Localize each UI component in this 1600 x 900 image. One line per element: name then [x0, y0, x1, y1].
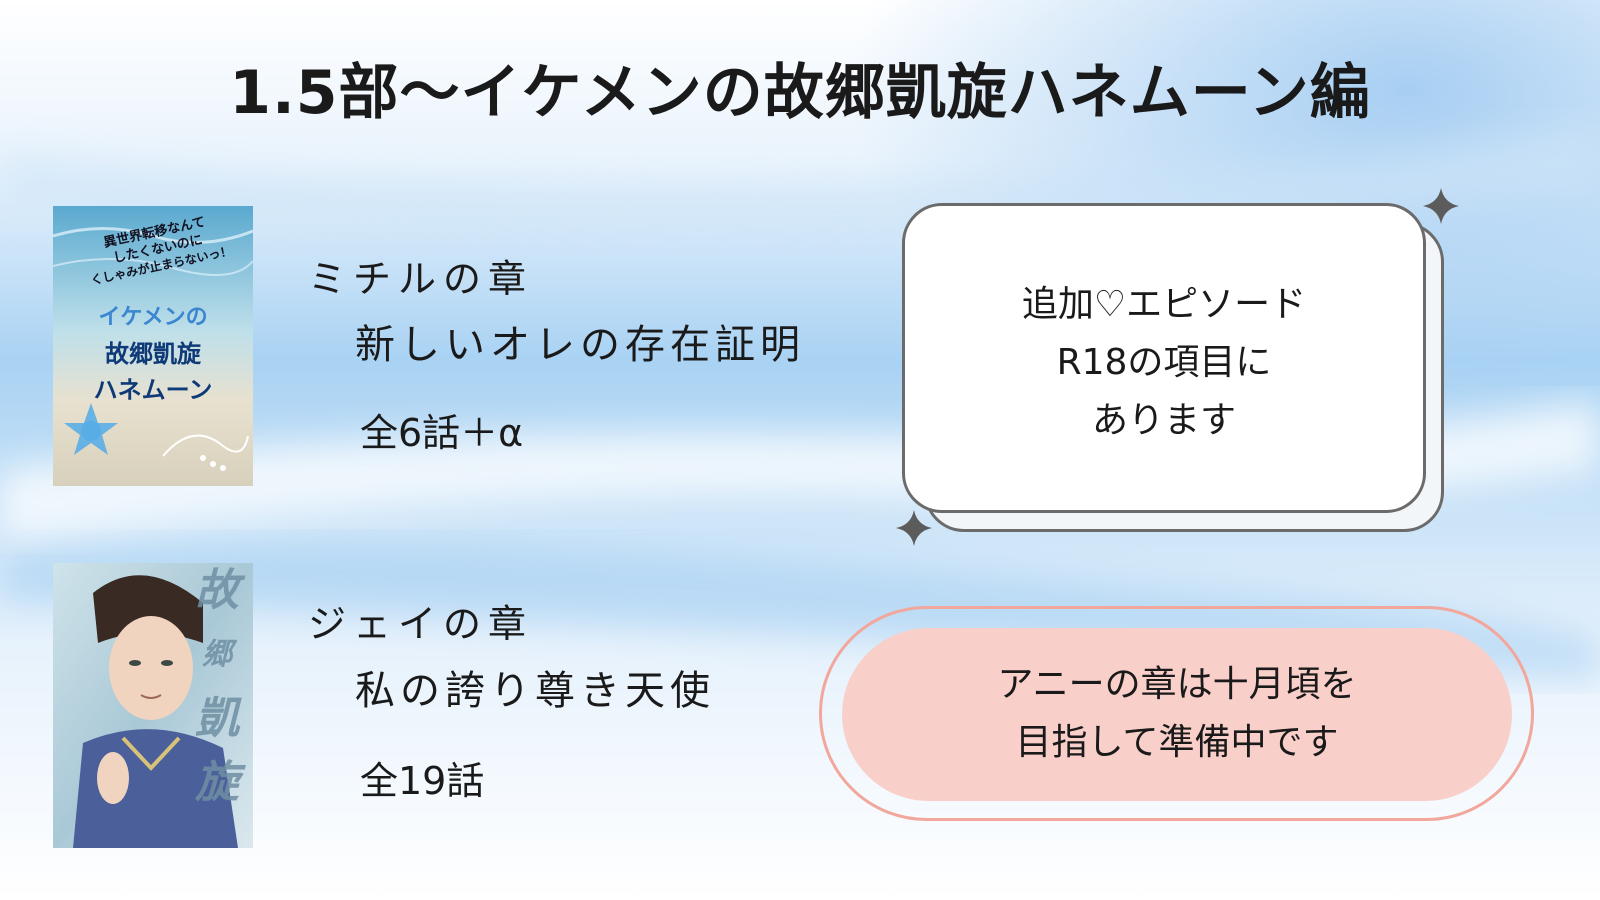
page-title: 1.5部〜イケメンの故郷凱旋ハネムーン編 — [229, 58, 1371, 128]
cover-art-sea — [53, 206, 253, 486]
extra-episode-card: 追加♡エピソード R18の項目に あります — [902, 203, 1426, 513]
extra-notice-line-2: R18の項目に — [1056, 342, 1272, 383]
sparkle-icon — [1423, 188, 1459, 224]
cover-char-3: 凱 — [195, 693, 239, 744]
upcoming-notice-line-1: アニーの章は十月頃を — [997, 664, 1357, 705]
cover-title-3: ハネムーン — [93, 376, 213, 404]
upcoming-notice-outline — [819, 606, 1534, 821]
cover-art-portrait — [53, 563, 253, 848]
cover-char-4: 旋 — [195, 757, 239, 808]
chapter-subtitle-jay: 私の誇り尊き天使 — [355, 668, 715, 714]
cover-char-2: 郷 — [202, 637, 232, 672]
extra-notice-line-1: 追加♡エピソード — [1021, 284, 1307, 325]
cover-char-1: 故 — [195, 565, 239, 616]
upcoming-notice-line-2: 目指して準備中です — [1015, 722, 1339, 763]
upcoming-notice: アニーの章は十月頃を 目指して準備中です — [842, 628, 1512, 801]
episode-count-jay: 全19話 — [360, 759, 485, 803]
cover-title-2: 故郷凱旋 — [105, 340, 201, 368]
chapter-subtitle-michiru: 新しいオレの存在証明 — [355, 322, 805, 368]
chapter-heading-jay: ジェイの章 — [308, 602, 534, 646]
chapter-heading-michiru: ミチルの章 — [308, 257, 534, 301]
episode-count-michiru: 全6話＋α — [360, 411, 524, 455]
extra-notice-line-3: あります — [1091, 400, 1236, 441]
book-cover-jay: 故 郷 凱 旋 — [53, 563, 253, 848]
snowflake-icon — [64, 403, 118, 455]
sparkle-icon — [896, 510, 932, 546]
book-cover-michiru: 異世界転移なんて したくないのに くしゃみが止まらないっ！ イケメンの 故郷凱旋… — [53, 206, 253, 486]
cover-title-1: イケメンの — [98, 305, 208, 330]
